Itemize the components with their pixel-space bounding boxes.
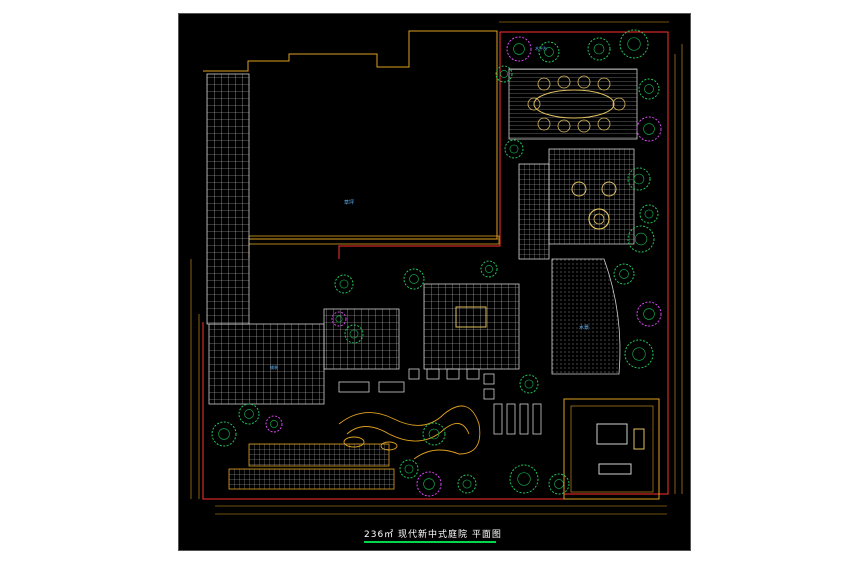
plant-symbol — [495, 65, 513, 83]
plant-symbol-core — [517, 472, 531, 486]
plant-symbol — [613, 263, 635, 285]
plant-symbol-core — [349, 329, 359, 339]
water-feature: 水景 — [551, 258, 621, 375]
lawn-label: 草坪 — [344, 199, 354, 206]
plant-symbol — [457, 474, 477, 494]
plant-symbol — [548, 473, 570, 495]
plant-symbol-core — [428, 428, 440, 440]
plant-symbol — [509, 464, 539, 494]
plant-symbol — [538, 41, 560, 63]
plant-symbol-core — [244, 409, 254, 419]
plant-symbol-core — [500, 70, 508, 78]
plant-symbol — [638, 78, 660, 100]
dimension-lines — [190, 21, 683, 515]
plant-symbol-core — [627, 37, 641, 51]
plant-symbol-core — [423, 478, 435, 490]
plant-symbol — [331, 311, 347, 327]
plant-symbol-core — [524, 379, 534, 389]
plant-symbol-core — [409, 274, 419, 284]
plant-symbol — [627, 225, 655, 253]
plant-symbol — [506, 36, 532, 62]
plant-symbol-core — [644, 84, 654, 94]
plant-symbol-core — [632, 347, 646, 361]
plant-symbol — [416, 471, 442, 497]
left-lower-court: 铺装 — [208, 323, 325, 405]
plant-symbol — [344, 324, 364, 344]
plant-symbol-core — [485, 265, 493, 273]
plant-symbol — [238, 403, 260, 425]
plant-symbol — [619, 29, 649, 59]
plant-symbol — [636, 116, 662, 142]
plant-symbol-core — [619, 269, 629, 279]
plant-symbol-core — [544, 47, 554, 57]
dining-deck — [508, 68, 638, 140]
plant-symbol — [587, 37, 611, 61]
cad-drawing-canvas: 水景 铺装 草坪 木平台 — [178, 13, 691, 551]
plant-symbol-core — [633, 173, 645, 185]
plant-symbol — [624, 339, 654, 369]
plant-symbol-core — [404, 464, 414, 474]
bottom-benches — [228, 443, 395, 490]
plant-symbol-core — [462, 479, 472, 489]
plant-symbol-core — [634, 232, 648, 246]
plant-symbol-core — [593, 43, 605, 55]
plant-symbol — [211, 421, 237, 447]
stepping-stones — [338, 368, 542, 435]
title-underline — [364, 541, 496, 543]
central-court — [323, 283, 520, 370]
drawing-title: 236㎡ 现代新中式庭院 平面图 — [364, 530, 502, 540]
boundary-wall — [202, 31, 669, 500]
side-path — [518, 163, 550, 260]
plant-symbol — [627, 167, 651, 191]
plant-symbol-core — [270, 420, 278, 428]
plant-symbol-core — [335, 315, 343, 323]
plant-symbol-core — [218, 428, 230, 440]
plant-symbol — [519, 374, 539, 394]
left-paving-strip — [206, 73, 250, 325]
plant-symbol-core — [339, 279, 349, 289]
plant-symbol — [504, 139, 524, 159]
plant-symbol — [480, 260, 498, 278]
plant-symbol — [399, 459, 419, 479]
plant-symbol-core — [554, 479, 564, 489]
plant-symbol-core — [643, 123, 655, 135]
tea-room — [548, 148, 635, 245]
plant-symbol — [403, 268, 425, 290]
lower-pavilion — [563, 398, 660, 500]
plant-symbol — [422, 422, 446, 446]
plant-symbol-core — [509, 144, 519, 154]
planting — [211, 29, 662, 497]
garden-floor-plan: 水景 铺装 草坪 木平台 — [190, 21, 683, 515]
plant-symbol — [639, 204, 659, 224]
paving-label: 铺装 — [270, 364, 278, 370]
plant-symbol-core — [513, 43, 525, 55]
plant-symbol-core — [644, 209, 654, 219]
plant-symbol — [636, 301, 662, 327]
plant-symbol — [334, 274, 354, 294]
plant-symbol — [265, 415, 283, 433]
deck-label: 木平台 — [535, 45, 547, 51]
plant-symbol-core — [643, 308, 655, 320]
pool-label: 水景 — [579, 324, 589, 331]
